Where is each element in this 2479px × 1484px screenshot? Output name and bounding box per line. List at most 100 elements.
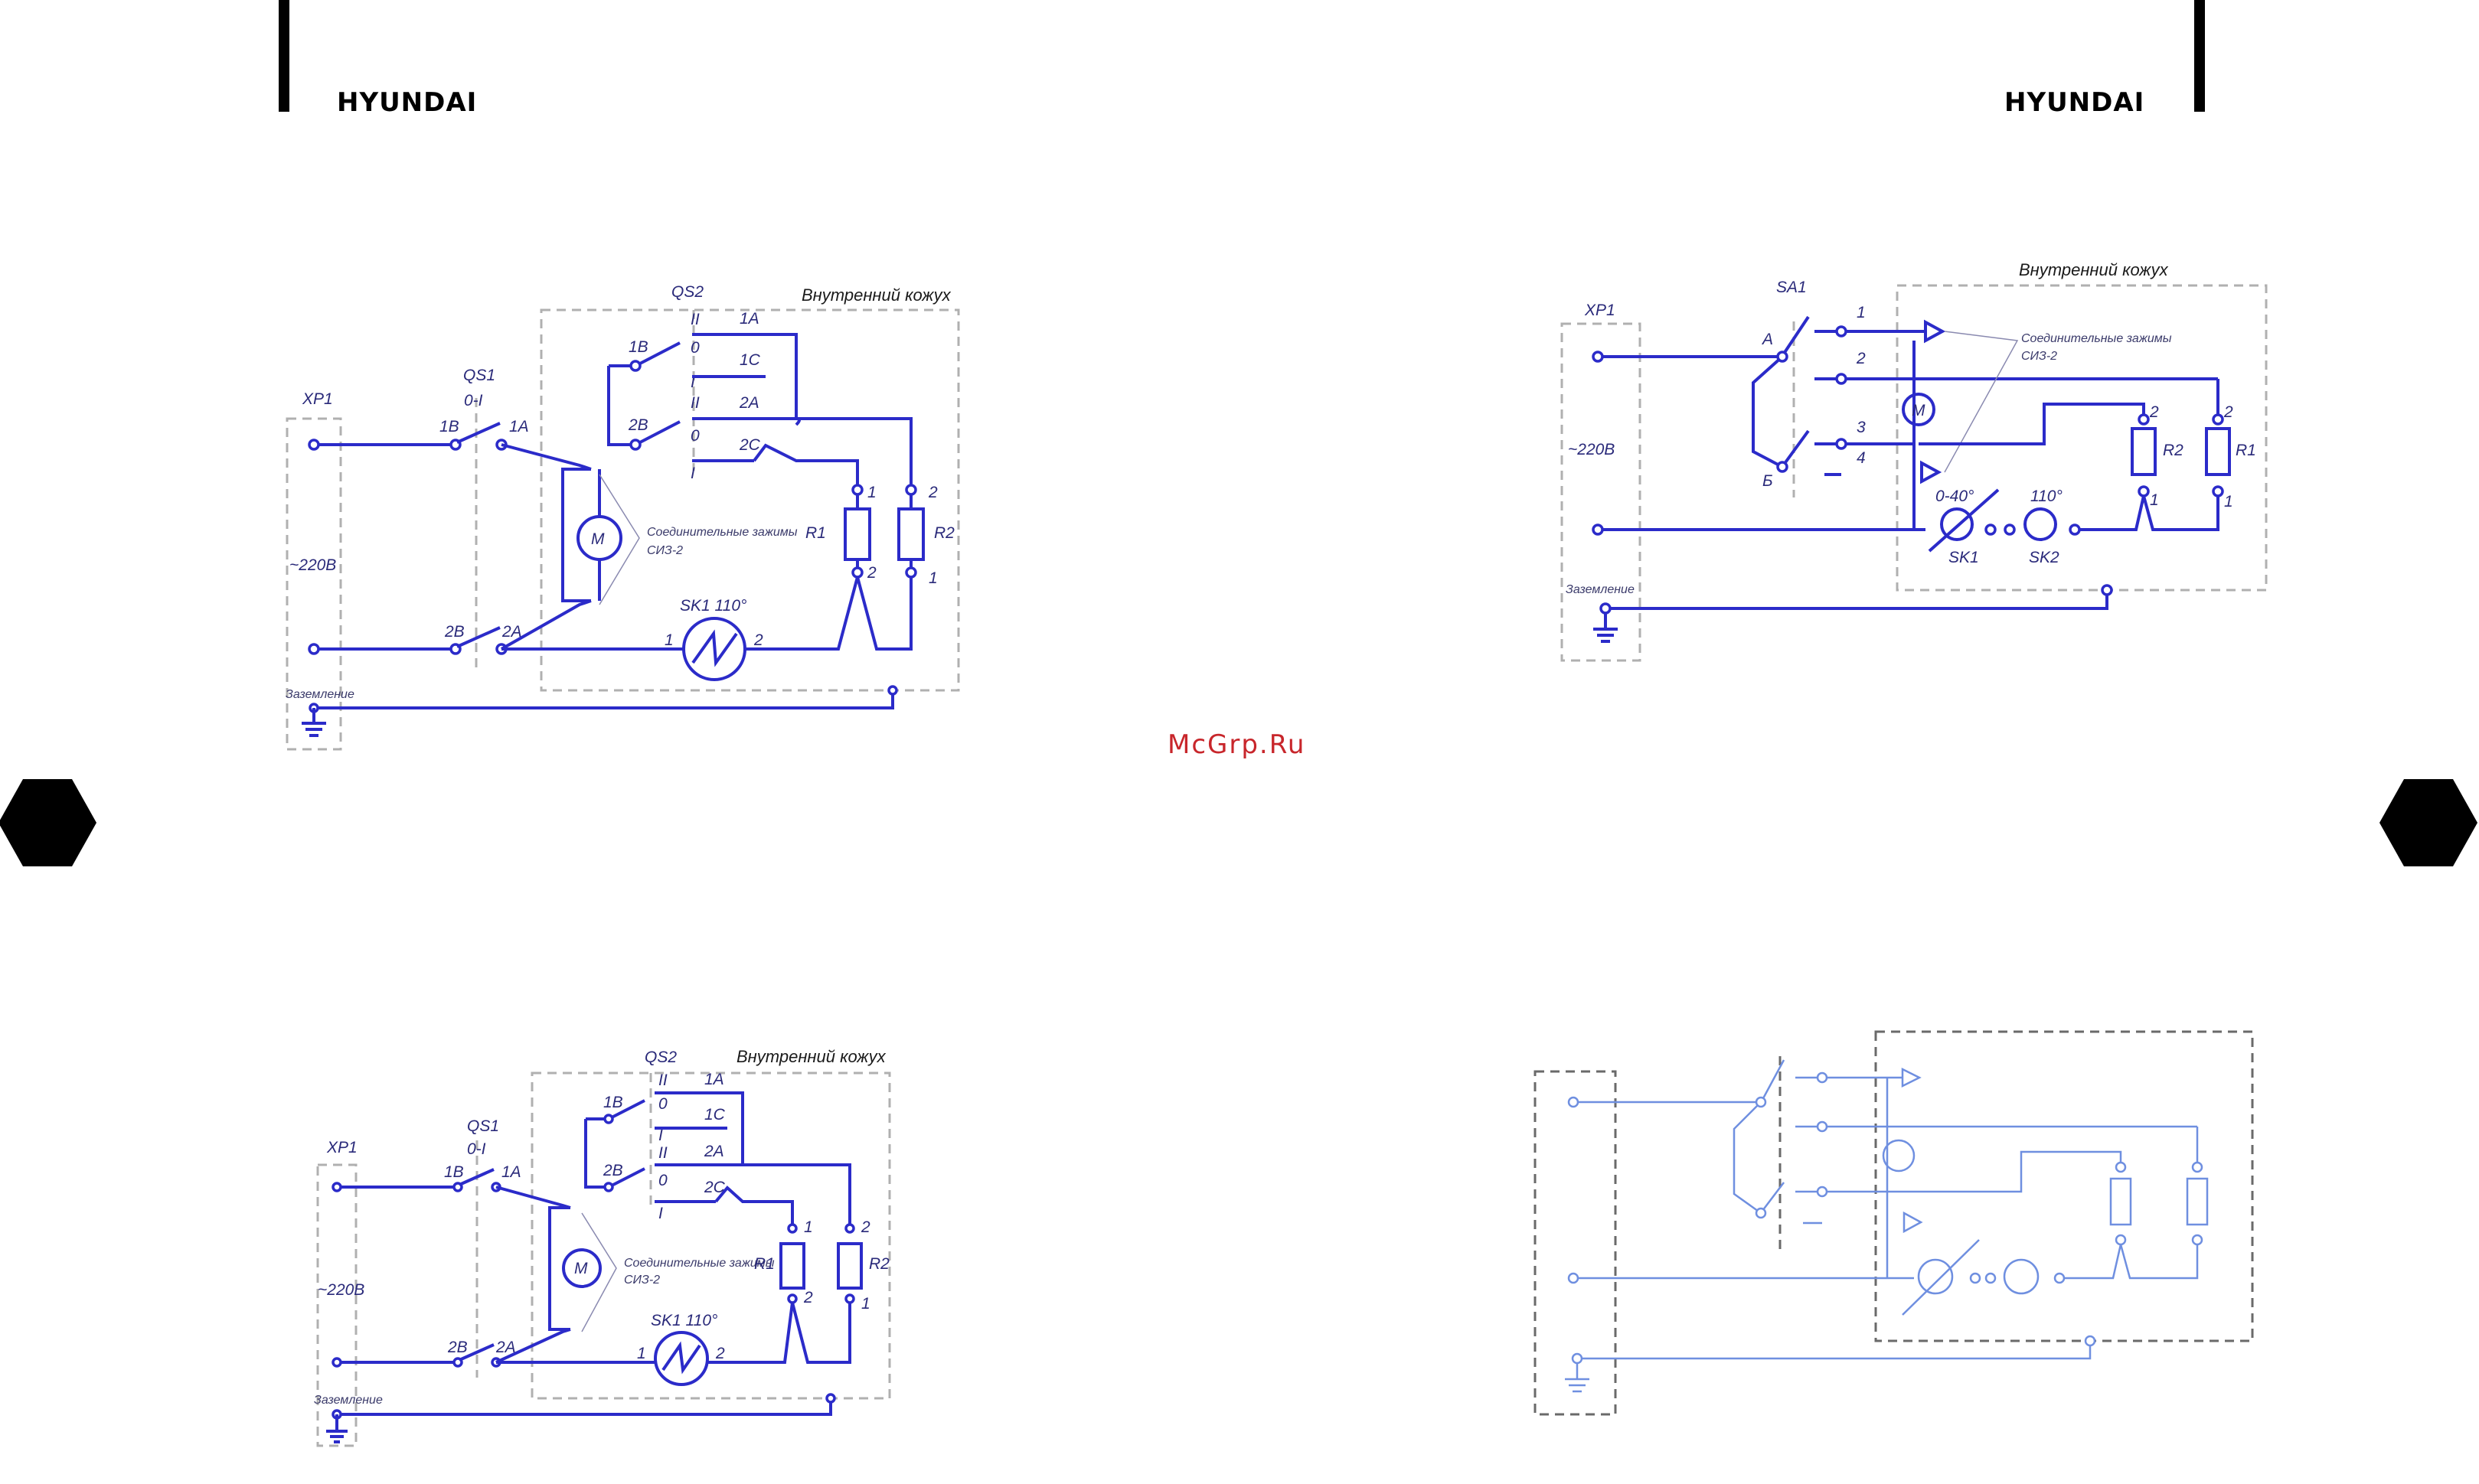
r2-resistor-icon xyxy=(2131,427,2157,476)
sk1-pin1-label: 1 xyxy=(665,631,674,649)
right-page-header: HYUNDAI xyxy=(2004,0,2205,118)
brand-logo-right: HYUNDAI xyxy=(2004,87,2144,118)
switch-common-a xyxy=(1755,1096,1767,1108)
ground-terminal-housing xyxy=(825,1393,836,1404)
sa1-label: SA1 xyxy=(1776,279,1807,296)
voltage-label: ~220В xyxy=(289,556,336,574)
terminal-plug-l xyxy=(308,439,320,451)
r1-terminal-2 xyxy=(851,566,864,579)
r2-terminal-2 xyxy=(2138,413,2150,426)
plug-box xyxy=(1560,322,1641,662)
qs2-contact-1 xyxy=(638,341,681,366)
wiring-diagram-variant-a-small: Внутренний кожух QS2 XP1 ~220В Заземлени… xyxy=(314,1047,891,1447)
r1-pin1-label: 1 xyxy=(804,1218,813,1236)
sk-node-1 xyxy=(1969,1272,1981,1284)
left-page-header: HYUNDAI xyxy=(279,0,476,118)
sa1-c1-label: 1 xyxy=(1857,304,1866,321)
r2-label: R2 xyxy=(2163,442,2183,459)
clamps-label: Соединительные зажимы xyxy=(647,526,798,539)
terminal-1b-label: 1В xyxy=(444,1163,464,1181)
clamp-bottom-icon xyxy=(1903,1211,1923,1234)
qs2-contact-2 xyxy=(638,420,681,445)
wire-sk1-r1 xyxy=(707,1302,794,1364)
wire-r2-feed xyxy=(1919,403,2145,445)
ground-terminal-housing xyxy=(887,685,898,696)
housing-label: Внутренний кожух xyxy=(2019,260,2169,279)
wire-motor-top xyxy=(501,443,592,471)
qs2-pos-0-1: 0 xyxy=(691,339,700,357)
wire-r2-feed xyxy=(1899,1150,2122,1193)
motor-label: М xyxy=(574,1260,588,1277)
r1-terminal-2 xyxy=(2212,413,2224,426)
switch-out-1 xyxy=(1816,1071,1828,1084)
sa1-common-b xyxy=(1776,461,1788,473)
right-page-marker-icon xyxy=(2379,779,2477,866)
terminal-1b-label: 1В xyxy=(439,418,459,435)
sa1-out-1 xyxy=(1835,325,1847,338)
ground-terminal-plug xyxy=(1599,602,1612,615)
switch-contact-a xyxy=(1761,1059,1785,1101)
clamp-top-icon xyxy=(1924,319,1946,344)
qs2-pos-i-2: I xyxy=(691,465,695,482)
sk1-label: SK1 110° xyxy=(680,597,746,615)
wire-1a-loop xyxy=(766,333,798,419)
clamp-top-icon xyxy=(1901,1067,1922,1088)
sa1-out-3 xyxy=(1835,438,1847,450)
terminal-1a-label: 1А xyxy=(509,418,529,435)
motor-symbol-icon xyxy=(1902,393,1935,426)
qs2-contact-2 xyxy=(611,1167,645,1187)
sa1-c2-label: 2 xyxy=(1856,350,1866,367)
plug-label: XP1 xyxy=(1584,302,1615,319)
housing-label: Внутренний кожух xyxy=(737,1047,887,1066)
wire-sk-r2 xyxy=(2079,495,2219,531)
qs2-pos-ii-1: II xyxy=(658,1071,668,1089)
inner-housing-box xyxy=(1874,1030,2254,1342)
clamps-leader xyxy=(1944,331,2019,473)
r2-resistor-icon xyxy=(897,507,925,561)
voltage-label: ~220В xyxy=(318,1281,364,1299)
sk2-thermostat-icon xyxy=(2003,1258,2040,1295)
r1-resistor-icon xyxy=(844,507,871,561)
wiring-diagram-variant-b: Внутренний кожух SA1 XP1 ~220В Заземлени… xyxy=(1560,260,2268,662)
wire-2a-r2 xyxy=(743,1163,851,1228)
qs2-contact-1 xyxy=(611,1099,645,1119)
wire-1a-loop xyxy=(727,1091,744,1165)
ground-wire xyxy=(1577,1341,2092,1360)
terminal-2b-label: 2В xyxy=(447,1339,468,1356)
ground-terminal-housing xyxy=(2084,1335,2096,1347)
sk1-thermostat-icon xyxy=(654,1331,709,1386)
qs1-contact-l xyxy=(459,1168,495,1186)
left-page-marker-icon xyxy=(0,779,96,866)
wire-2c-r1 xyxy=(714,1186,794,1228)
switch-contact-b xyxy=(1762,1182,1785,1212)
sk1-thermostat-icon xyxy=(1917,1258,1954,1295)
wire-2c-r1 xyxy=(753,443,859,490)
terminal-2c-label: 2С xyxy=(739,436,761,454)
motor-symbol-icon xyxy=(1882,1139,1916,1173)
qs1-position-label: 0-I xyxy=(467,1140,486,1158)
qs2-label: QS2 xyxy=(671,283,704,301)
inner-housing-box xyxy=(531,1071,891,1400)
ground-icon xyxy=(326,1414,348,1443)
ground-wire xyxy=(314,690,894,709)
r1-pin1-label: 1 xyxy=(2224,493,2233,510)
wire-sk1-r1 xyxy=(745,576,859,651)
sa1-link xyxy=(1752,355,1784,468)
voltage-label: ~220В xyxy=(1568,441,1615,458)
wiring-diagram-variant-a: Внутренний кожух QS2 XP1 ~220В Заземлени… xyxy=(286,283,960,751)
r2-terminal-1 xyxy=(844,1293,855,1304)
sk-node-3 xyxy=(2053,1272,2066,1284)
terminal-2c-label: 2С xyxy=(704,1179,726,1196)
r1-terminal-1 xyxy=(787,1223,798,1234)
wire-2a-r2 xyxy=(796,417,913,490)
qs2-pos-0-1: 0 xyxy=(658,1095,668,1113)
r1-resistor-icon xyxy=(779,1242,805,1290)
ground-label: Заземление xyxy=(286,688,354,701)
r1-terminal-1 xyxy=(851,484,864,496)
sk1-pin1-label: 1 xyxy=(637,1345,646,1362)
sa1-b-label: Б xyxy=(1762,472,1773,490)
terminal-2a-qs2-label: 2А xyxy=(739,394,759,412)
qs1-contact-n xyxy=(459,1343,495,1362)
qs1-position-label: 0-I xyxy=(464,392,483,409)
sk1-thermostat-icon xyxy=(1940,507,1974,541)
